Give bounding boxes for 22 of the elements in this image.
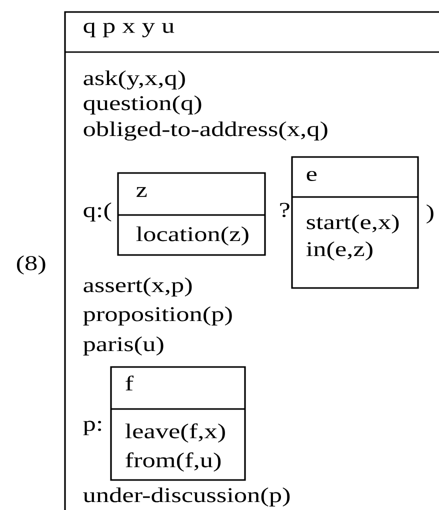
condition-text: start(e,x) (306, 214, 399, 234)
condition-text: from(f,u) (126, 452, 221, 472)
label-text: (8) (16, 255, 46, 275)
condition-text: location(z) (136, 226, 248, 246)
drs-box (110, 366, 246, 481)
drs-box (64, 11, 439, 510)
referent-list: e (306, 170, 317, 182)
condition-text: under-discussion(p) (83, 487, 290, 507)
referent-list: z (136, 187, 147, 197)
condition-text: question(q) (84, 95, 202, 114)
referent-list: f (126, 376, 134, 390)
referent-list: q p x y u (84, 22, 174, 38)
condition-text: obliged-to-address(x,q) (84, 121, 328, 141)
drs-box (117, 172, 266, 256)
label-text: ? (280, 202, 290, 218)
condition-text: paris(u) (83, 336, 164, 356)
condition-text: in(e,z) (306, 241, 372, 261)
condition-text: leave(f,x) (125, 423, 225, 443)
condition-text: ask(y,x,q) (84, 70, 185, 90)
condition-text: proposition(p) (83, 306, 232, 326)
drs-box (291, 156, 419, 289)
condition-text: assert(x,p) (84, 277, 192, 297)
